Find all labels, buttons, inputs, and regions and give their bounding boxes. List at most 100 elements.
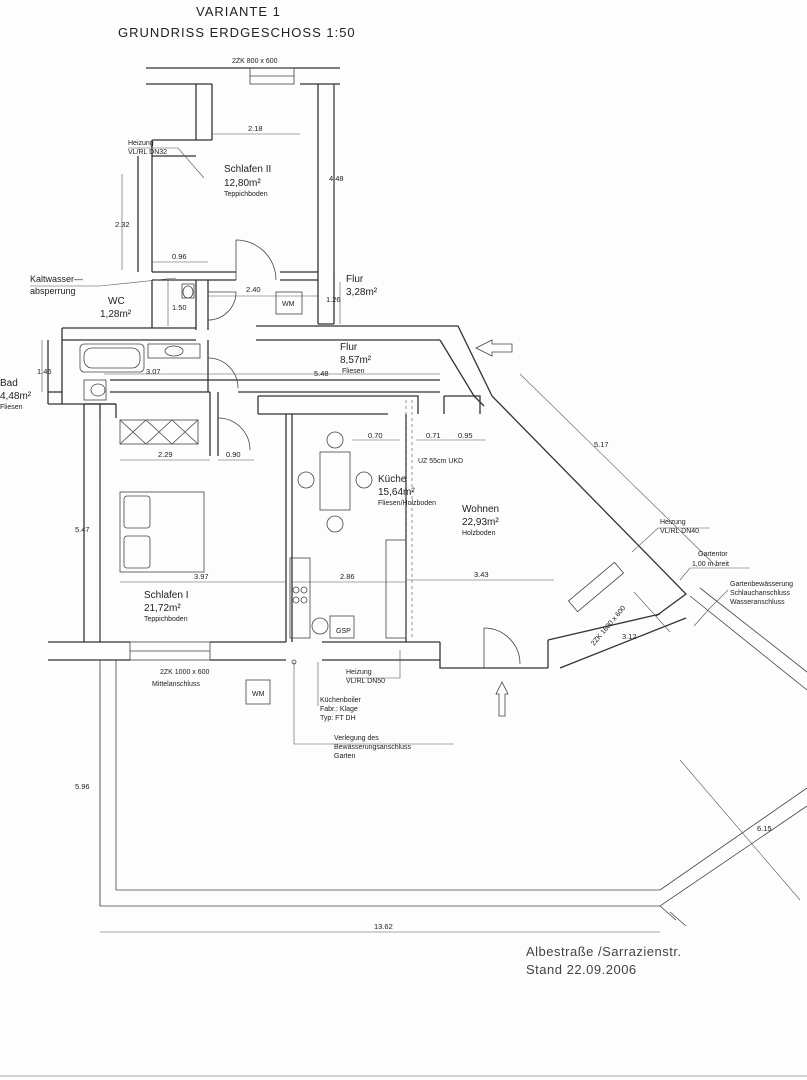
bed xyxy=(119,491,205,573)
note-line: 1,00 m breit xyxy=(692,561,729,568)
dim-2-86: 2.86 xyxy=(340,572,355,581)
note-line: Heizung xyxy=(660,519,686,526)
room-area: 8,57m² xyxy=(340,355,372,366)
dim-2-32: 2.32 xyxy=(115,220,130,229)
note-line: Wasseranschluss xyxy=(730,599,785,606)
bath-sink xyxy=(147,343,201,359)
gartentor-note: Gartentor 1,00 m breit xyxy=(679,551,750,581)
kaltwasser-note: Kaltwasser— absperrung xyxy=(30,274,177,296)
wm-top-box xyxy=(275,291,303,315)
room-bad: Bad 4,48m² Fliesen xyxy=(0,378,32,411)
dim-3-97: 3.97 xyxy=(194,572,209,581)
note-line: VL/RL DN40 xyxy=(660,528,699,535)
room-area: 15,64m² xyxy=(378,487,415,498)
dining-table xyxy=(319,451,351,511)
bathtub xyxy=(79,343,145,373)
wm-bottom-box xyxy=(245,679,271,705)
room-floor: Fliesen xyxy=(342,368,365,375)
entrance-arrows xyxy=(475,339,513,717)
heizung-top-note: Heizung VL/RL DN32 xyxy=(128,140,205,179)
note-line: Gartenbewässerung xyxy=(730,581,793,588)
room-name: Küche xyxy=(378,474,407,485)
dim-3-07: 3.07 xyxy=(146,367,161,376)
note-line: Schlauchanschluss xyxy=(730,590,790,597)
footer-line-1: Albestraße /Sarrazienstr. xyxy=(526,944,682,959)
note-line: Typ: FT DH xyxy=(320,715,356,722)
note-line: Küchenboiler xyxy=(320,697,362,704)
annotations: 2ZK 800 x 600 Heizung VL/RL DN32 Kaltwas… xyxy=(30,58,793,760)
window-bottom-note: 2ZK 1000 x 600 Mittelanschluss xyxy=(152,669,210,688)
room-schlafen-2: Schlafen II 12,80m² Teppichboden xyxy=(224,164,271,198)
room-kueche: Küche 15,64m² Fliesen/Holzboden xyxy=(378,474,436,507)
room-name: Flur xyxy=(346,274,364,285)
heizung-bottom-note: Heizung VL/RL DN50 xyxy=(346,650,401,685)
dim-2-40: 2.40 xyxy=(246,285,261,294)
dim-5-47: 5.47 xyxy=(75,525,90,534)
wm-bottom-label: WM xyxy=(252,691,265,698)
room-name: Bad xyxy=(0,378,18,389)
wm-top-label: WM xyxy=(282,301,295,308)
room-floor: Teppichboden xyxy=(144,616,188,623)
note-line: VL/RL DN50 xyxy=(346,678,385,685)
kitchen-counter-right xyxy=(385,539,407,639)
doors xyxy=(207,239,521,668)
note-line: Verlegung des xyxy=(334,735,379,742)
dim-5-48: 5.48 xyxy=(314,369,329,378)
dim-1-26: 1.26 xyxy=(326,295,341,304)
room-schlafen-1: Schlafen I 21,72m² Teppichboden xyxy=(144,590,188,623)
window-top-label: 2ZK 800 x 600 xyxy=(232,58,278,65)
dim-0-90: 0.90 xyxy=(226,450,241,459)
room-area: 3,28m² xyxy=(346,287,378,298)
title-line-1: VARIANTE 1 xyxy=(196,4,281,19)
dimension-labels: 2.18 4.48 2.32 0.96 2.40 1.26 1.50 1.46 … xyxy=(37,124,772,931)
room-flur-small: Flur 3,28m² xyxy=(346,274,378,298)
window-right xyxy=(567,561,625,613)
note-line: 2ZK 1000 x 600 xyxy=(160,669,210,676)
uz-label: UZ 55cm UKD xyxy=(418,458,463,465)
dim-13-62: 13.62 xyxy=(374,922,393,931)
terrace-outline xyxy=(99,587,807,927)
dim-3-12: 3.12 xyxy=(622,632,637,641)
title-line-2: GRUNDRISS ERDGESCHOSS 1:50 xyxy=(118,25,356,40)
note-line: Kaltwasser— xyxy=(30,274,83,284)
note-line: Gartentor xyxy=(698,551,728,558)
gartenbewaesserung-note: Gartenbewässerung Schlauchanschluss Wass… xyxy=(693,581,793,627)
note-line: Garten xyxy=(334,753,356,760)
heizung-right-note: Heizung VL/RL DN40 xyxy=(631,519,710,553)
dim-0-71: 0.71 xyxy=(426,431,441,440)
room-name: WC xyxy=(108,296,125,307)
dim-1-46: 1.46 xyxy=(37,367,52,376)
note-line: Mittelanschluss xyxy=(152,681,200,688)
bath-toilet xyxy=(83,379,107,401)
dim-0-95: 0.95 xyxy=(458,431,473,440)
dim-5-17: 5.17 xyxy=(594,440,609,449)
note-line: VL/RL DN32 xyxy=(128,149,167,156)
room-wohnen: Wohnen 22,93m² Holzboden xyxy=(462,504,499,537)
dim-4-48: 4.48 xyxy=(329,174,344,183)
dim-3-43: 3.43 xyxy=(474,570,489,579)
verlegung-note: Verlegung des Bewässerungsanschluss Gart… xyxy=(291,659,454,760)
dim-5-96: 5.96 xyxy=(75,782,90,791)
note-line: absperrung xyxy=(30,286,76,296)
room-name: Schlafen II xyxy=(224,164,271,175)
footer-line-2: Stand 22.09.2006 xyxy=(526,962,637,977)
room-name: Flur xyxy=(340,342,358,353)
room-floor: Fliesen/Holzboden xyxy=(378,500,436,507)
note-line: Fabr.: Klage xyxy=(320,706,358,713)
dim-1-50: 1.50 xyxy=(172,303,187,312)
room-floor: Teppichboden xyxy=(224,191,268,198)
fixtures xyxy=(79,283,413,705)
boiler-note: Küchenboiler Fabr.: Klage Typ: FT DH xyxy=(317,662,362,722)
note-line: Heizung xyxy=(128,140,154,147)
dim-0-96: 0.96 xyxy=(172,252,187,261)
dim-2-29: 2.29 xyxy=(158,450,173,459)
room-floor: Holzboden xyxy=(462,530,496,537)
room-area: 12,80m² xyxy=(224,178,261,189)
note-line: Bewässerungsanschluss xyxy=(334,744,412,751)
room-name: Wohnen xyxy=(462,504,499,515)
room-flur: Flur 8,57m² Fliesen xyxy=(340,342,372,375)
wardrobe xyxy=(119,419,199,445)
note-line: Heizung xyxy=(346,669,372,676)
room-area: 21,72m² xyxy=(144,603,181,614)
